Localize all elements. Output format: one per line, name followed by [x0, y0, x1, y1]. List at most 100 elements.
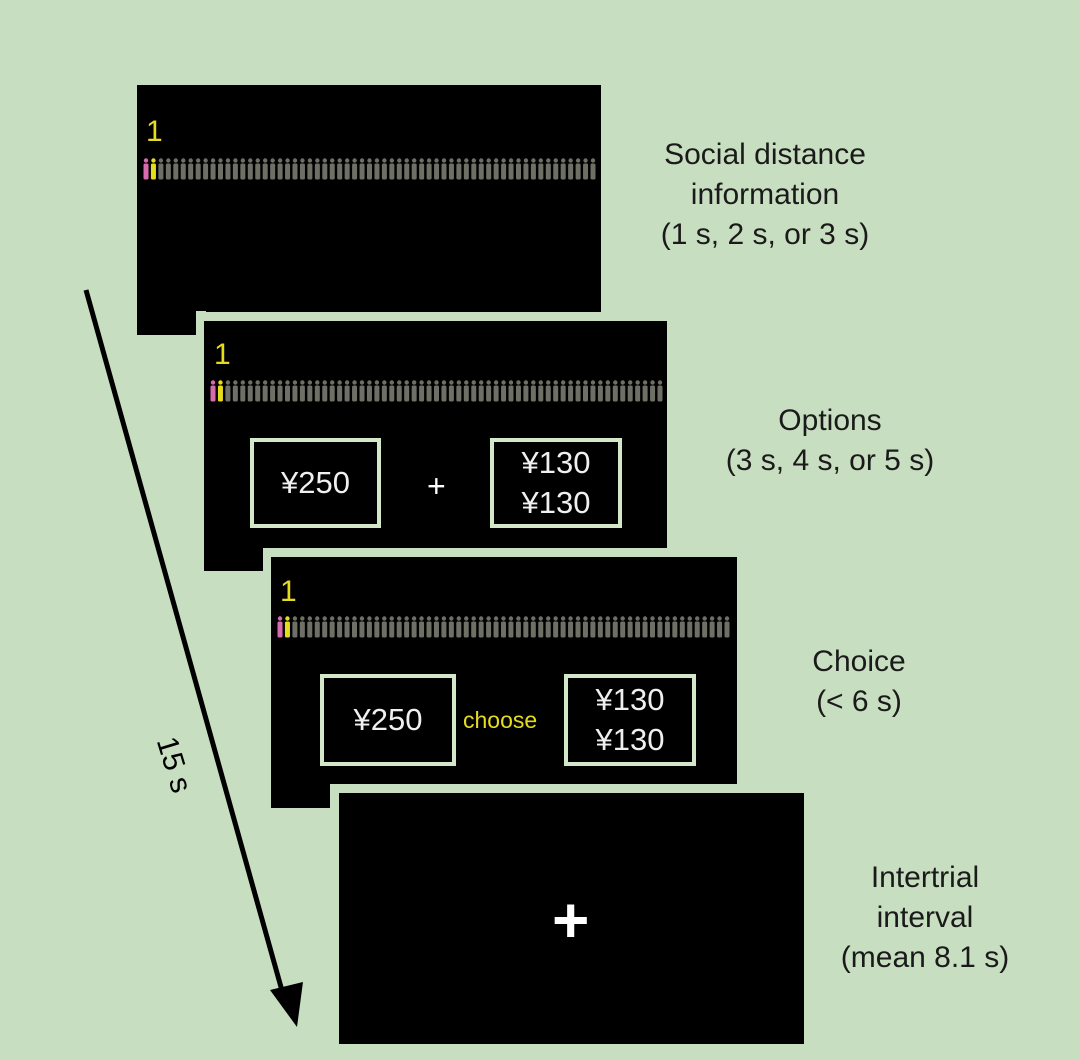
person-body-icon	[411, 621, 417, 638]
person-body-icon	[389, 163, 395, 180]
person-head-icon	[620, 380, 625, 385]
choose-prompt: choose	[463, 707, 538, 733]
person-body-icon	[285, 163, 291, 180]
person-head-icon	[277, 158, 283, 163]
person-body-icon	[568, 621, 574, 638]
person-head-icon	[553, 158, 558, 163]
person-head-icon	[575, 158, 581, 163]
person-body-icon	[463, 163, 469, 180]
person-body-icon	[657, 621, 663, 638]
person-body-icon	[396, 385, 402, 402]
person-body-icon	[515, 621, 521, 638]
person-head-icon	[285, 380, 290, 385]
person-head-icon	[300, 616, 305, 621]
person-body-icon	[322, 385, 328, 402]
person-body-icon	[448, 385, 454, 402]
person-head-icon	[635, 616, 640, 621]
person-body-icon	[158, 163, 164, 180]
person-body-icon	[314, 621, 320, 638]
person-body-icon	[523, 621, 529, 638]
person-body-icon	[538, 385, 544, 402]
person-head-icon	[538, 158, 544, 163]
person-body-icon	[284, 621, 290, 638]
person-body-icon	[262, 385, 268, 402]
option-left-box: ¥250	[250, 438, 381, 528]
person-body-icon	[456, 385, 462, 402]
person-head-icon	[307, 380, 313, 385]
person-body-icon	[560, 621, 566, 638]
person-body-icon	[292, 385, 298, 402]
person-body-icon	[523, 385, 529, 402]
person-head-icon	[300, 158, 305, 163]
person-head-icon	[441, 616, 447, 621]
person-body-icon	[247, 163, 253, 180]
person-body-icon	[374, 621, 380, 638]
person-body-icon	[493, 163, 499, 180]
person-head-icon	[583, 158, 588, 163]
person-head-icon	[523, 158, 529, 163]
person-body-icon	[232, 163, 238, 180]
person-head-icon	[412, 158, 417, 163]
person-body-icon	[486, 163, 492, 180]
person-body-icon	[456, 621, 462, 638]
person-head-icon	[560, 380, 566, 385]
person-body-icon	[255, 385, 261, 402]
plus-sign: +	[427, 468, 446, 504]
person-body-icon	[344, 163, 350, 180]
person-head-icon	[225, 380, 231, 385]
person-head-icon	[657, 380, 663, 385]
person-head-icon	[434, 616, 439, 621]
person-head-icon	[255, 380, 260, 385]
person-head-icon	[218, 158, 223, 163]
person-body-icon	[441, 621, 447, 638]
person-body-icon	[635, 385, 641, 402]
timeline-arrow-shaft	[83, 289, 289, 1006]
person-body-icon	[426, 385, 432, 402]
person-body-icon	[396, 621, 402, 638]
person-body-icon	[217, 385, 223, 402]
person-body-icon	[575, 163, 581, 180]
person-head-icon	[300, 380, 305, 385]
person-body-icon	[322, 163, 328, 180]
person-body-icon	[426, 163, 432, 180]
person-head-icon	[590, 616, 596, 621]
person-body-icon	[337, 621, 343, 638]
person-head-icon	[531, 616, 536, 621]
person-head-icon	[568, 158, 573, 163]
option-right-amount-2: ¥130	[595, 722, 665, 757]
option-left-box: ¥250	[320, 674, 456, 766]
person-head-icon	[613, 380, 618, 385]
person-body-icon	[441, 385, 447, 402]
screen-social-distance	[137, 85, 601, 312]
person-head-icon	[367, 158, 372, 163]
person-head-icon	[531, 380, 536, 385]
person-body-icon	[441, 163, 447, 180]
screen-intertrial	[339, 793, 804, 1044]
person-head-icon	[248, 380, 253, 385]
person-body-icon	[620, 385, 626, 402]
person-head-icon	[419, 158, 424, 163]
person-head-icon	[359, 380, 365, 385]
person-head-icon	[546, 158, 551, 163]
person-head-icon	[635, 380, 640, 385]
person-body-icon	[568, 385, 574, 402]
person-body-icon	[530, 621, 536, 638]
person-head-icon	[598, 616, 603, 621]
person-head-icon	[642, 616, 648, 621]
person-body-icon	[478, 163, 484, 180]
person-head-icon	[449, 158, 454, 163]
person-body-icon	[501, 385, 507, 402]
person-body-icon	[501, 621, 506, 638]
person-body-icon	[292, 621, 298, 638]
person-body-icon	[374, 163, 380, 180]
person-body-icon	[419, 163, 425, 180]
person-head-icon	[724, 616, 730, 621]
person-body-icon	[657, 385, 663, 402]
person-body-icon	[642, 385, 648, 402]
person-head-icon	[478, 616, 484, 621]
screen-options-tab	[204, 547, 263, 571]
person-body-icon	[173, 163, 179, 180]
person-body-icon	[352, 621, 357, 638]
person-body-icon	[597, 385, 603, 402]
caption-line: information	[690, 178, 840, 211]
